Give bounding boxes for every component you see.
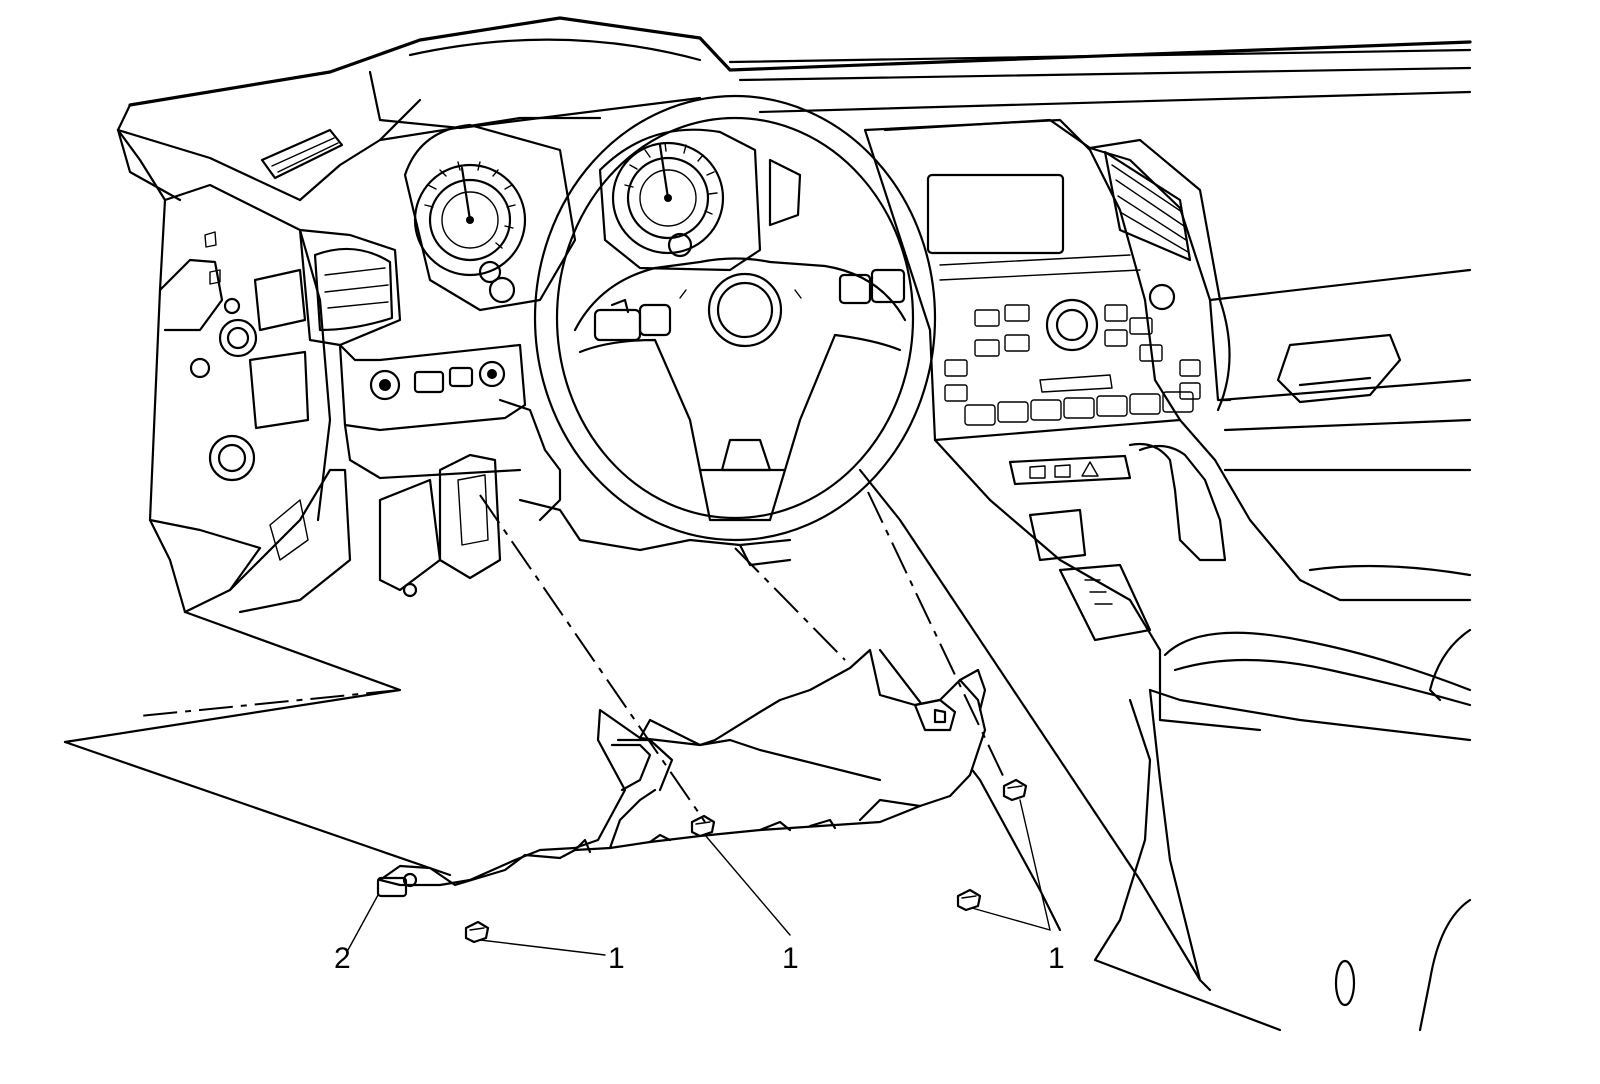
instrument-cluster	[403, 123, 802, 312]
alignment-lines	[139, 491, 1006, 823]
bolt-fastener-right-upper	[1002, 778, 1028, 802]
left-end-panel	[116, 128, 352, 614]
callout-bolt-center: 1	[782, 942, 799, 975]
callout-knee-bolster: 2	[334, 942, 351, 975]
steering-column	[378, 398, 792, 598]
center-stack	[863, 118, 1201, 442]
instrument-panel	[116, 16, 1472, 472]
leader-lines	[347, 799, 1051, 956]
bolt-fastener-right-lower	[956, 888, 982, 912]
steering-wheel	[533, 94, 937, 542]
bolt-fastener-left	[464, 920, 490, 944]
callout-bolt-right: 1	[1048, 942, 1065, 975]
left-vent-and-switch-panel	[298, 228, 527, 480]
bolt-fastener-center	[690, 814, 716, 838]
knee-bolster	[376, 648, 987, 898]
center-console	[933, 418, 1472, 742]
callout-bolt-left: 1	[608, 942, 625, 975]
